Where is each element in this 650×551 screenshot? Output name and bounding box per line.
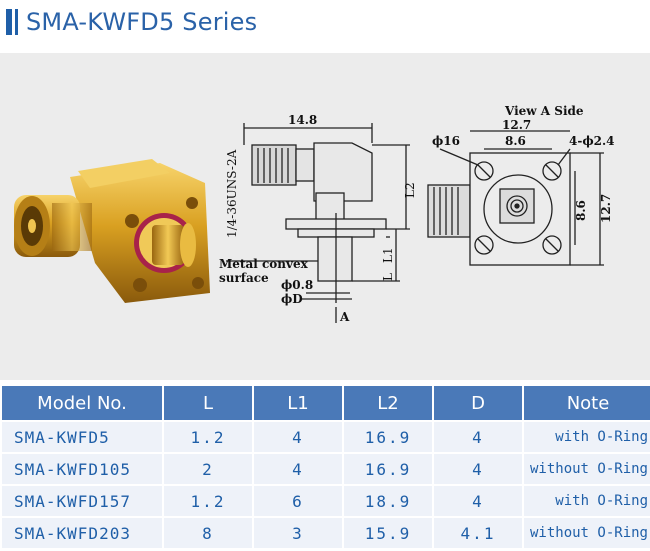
table-row: SMA-KWFD157 1.2 6 18.9 4 with O-Ring xyxy=(2,486,650,516)
arrow-a-label: A xyxy=(339,310,350,324)
cell-l1: 3 xyxy=(254,518,342,548)
title-accent-marks xyxy=(6,9,18,35)
dim-l: L xyxy=(381,273,395,281)
header-model: Model No. xyxy=(2,386,162,420)
dim-l1: L1 xyxy=(381,247,395,263)
page-title-bar: SMA-KWFD5 Series xyxy=(6,8,257,36)
cell-note: without O-Ring xyxy=(524,454,650,484)
dim-v-pitch: 8.6 xyxy=(574,200,588,221)
cell-l2: 16.9 xyxy=(344,454,432,484)
table-row: SMA-KWFD203 8 3 15.9 4.1 without O-Ring xyxy=(2,518,650,548)
header-l: L xyxy=(164,386,252,420)
cell-model: SMA-KWFD105 xyxy=(2,454,162,484)
header-l1: L1 xyxy=(254,386,342,420)
dim-phi08: ϕ0.8 xyxy=(281,278,313,292)
dim-v-width: 12.7 xyxy=(599,194,613,223)
end-view-label: View A Side xyxy=(504,104,584,118)
dim-thread: 1/4-36UNS-2A xyxy=(225,149,239,238)
technical-drawing: 14.8 1/4-36UNS-2A L2 L1 L Metal convex s… xyxy=(14,104,615,324)
accent-bar xyxy=(6,9,12,35)
cell-d: 4.1 xyxy=(434,518,522,548)
dim-pitch: 8.6 xyxy=(505,134,526,148)
cell-model: SMA-KWFD203 xyxy=(2,518,162,548)
table-header-row: Model No. L L1 L2 D Note xyxy=(2,386,650,420)
table-row: SMA-KWFD105 2 4 16.9 4 without O-Ring xyxy=(2,454,650,484)
header-l2: L2 xyxy=(344,386,432,420)
cell-d: 4 xyxy=(434,486,522,516)
table-row: SMA-KWFD5 1.2 4 16.9 4 with O-Ring xyxy=(2,422,650,452)
dim-width-top: 14.8 xyxy=(288,113,317,127)
header-note: Note xyxy=(524,386,650,420)
dim-phid: ϕD xyxy=(281,292,303,306)
accent-bar xyxy=(15,9,18,35)
cell-l1: 4 xyxy=(254,422,342,452)
cell-model: SMA-KWFD157 xyxy=(2,486,162,516)
cell-model: SMA-KWFD5 xyxy=(2,422,162,452)
cell-d: 4 xyxy=(434,454,522,484)
metal-note-line2: surface xyxy=(219,271,269,285)
cell-l2: 16.9 xyxy=(344,422,432,452)
cell-note: with O-Ring xyxy=(524,486,650,516)
cell-l: 1.2 xyxy=(164,422,252,452)
cell-note: with O-Ring xyxy=(524,422,650,452)
cell-l: 8 xyxy=(164,518,252,548)
dim-width-127: 12.7 xyxy=(502,118,531,132)
dim-l2: L2 xyxy=(403,182,417,198)
metal-note-line1: Metal convex xyxy=(219,257,309,271)
cell-l: 2 xyxy=(164,454,252,484)
cell-l1: 4 xyxy=(254,454,342,484)
connector-photo xyxy=(14,159,210,303)
cell-l2: 18.9 xyxy=(344,486,432,516)
product-figure: 14.8 1/4-36UNS-2A L2 L1 L Metal convex s… xyxy=(0,53,650,380)
header-d: D xyxy=(434,386,522,420)
dim-phi16: ϕ16 xyxy=(432,134,460,148)
cell-l: 1.2 xyxy=(164,486,252,516)
cell-l1: 6 xyxy=(254,486,342,516)
side-view-drawing xyxy=(226,123,410,323)
page-title: SMA-KWFD5 Series xyxy=(26,8,258,36)
cell-l2: 15.9 xyxy=(344,518,432,548)
dim-holes: 4-ϕ2.4 xyxy=(569,134,615,148)
cell-note: without O-Ring xyxy=(524,518,650,548)
spec-table: Model No. L L1 L2 D Note SMA-KWFD5 1.2 4… xyxy=(0,384,650,550)
end-view-drawing xyxy=(427,130,604,266)
cell-d: 4 xyxy=(434,422,522,452)
